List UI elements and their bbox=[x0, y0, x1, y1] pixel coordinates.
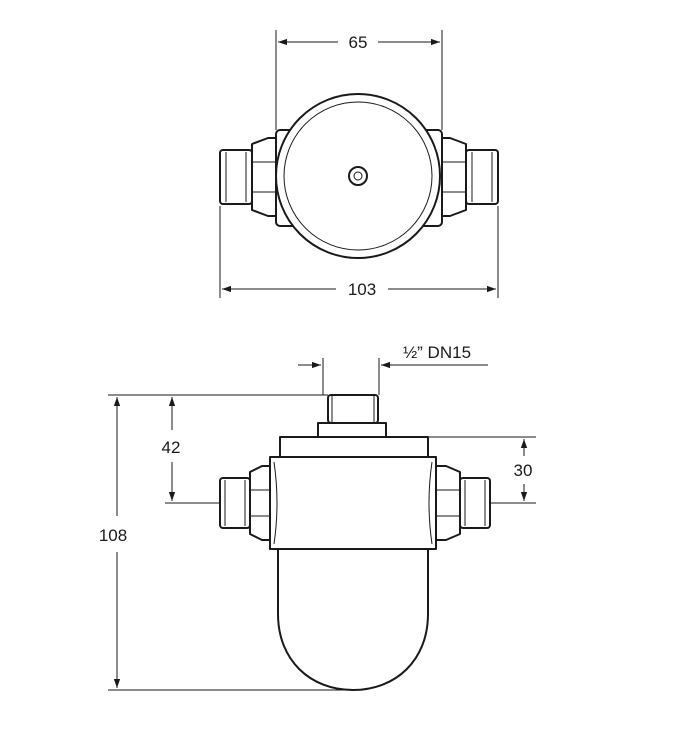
side-view: ½” DN15 108 42 30 bbox=[99, 343, 536, 691]
top-bowl-inner bbox=[283, 101, 433, 251]
side-top-fitting bbox=[327, 394, 379, 424]
dimension-103-label: 103 bbox=[348, 280, 376, 299]
dimension-thread: ½” DN15 bbox=[298, 343, 488, 395]
side-right-fitting bbox=[433, 465, 491, 541]
top-view: 65 103 bbox=[219, 30, 499, 299]
side-bowl bbox=[277, 548, 429, 691]
dimension-65-label: 65 bbox=[349, 33, 368, 52]
dimension-42-label: 42 bbox=[162, 438, 181, 457]
dimension-thread-label: ½” DN15 bbox=[403, 343, 471, 362]
dimension-30-label: 30 bbox=[514, 461, 533, 480]
side-top-collar bbox=[317, 422, 387, 438]
dimension-65: 65 bbox=[275, 30, 443, 130]
side-main-body bbox=[269, 456, 437, 550]
dimension-108: 108 bbox=[99, 394, 353, 691]
dimension-103: 103 bbox=[219, 206, 499, 299]
dimension-108-label: 108 bbox=[99, 526, 127, 545]
top-vent-screw bbox=[348, 166, 368, 186]
dimension-30: 30 bbox=[428, 436, 536, 504]
top-left-fitting bbox=[219, 137, 279, 217]
side-left-fitting bbox=[219, 465, 273, 541]
top-right-fitting bbox=[437, 137, 499, 217]
side-head-cap bbox=[279, 436, 429, 458]
dimension-42: 42 bbox=[162, 397, 220, 504]
